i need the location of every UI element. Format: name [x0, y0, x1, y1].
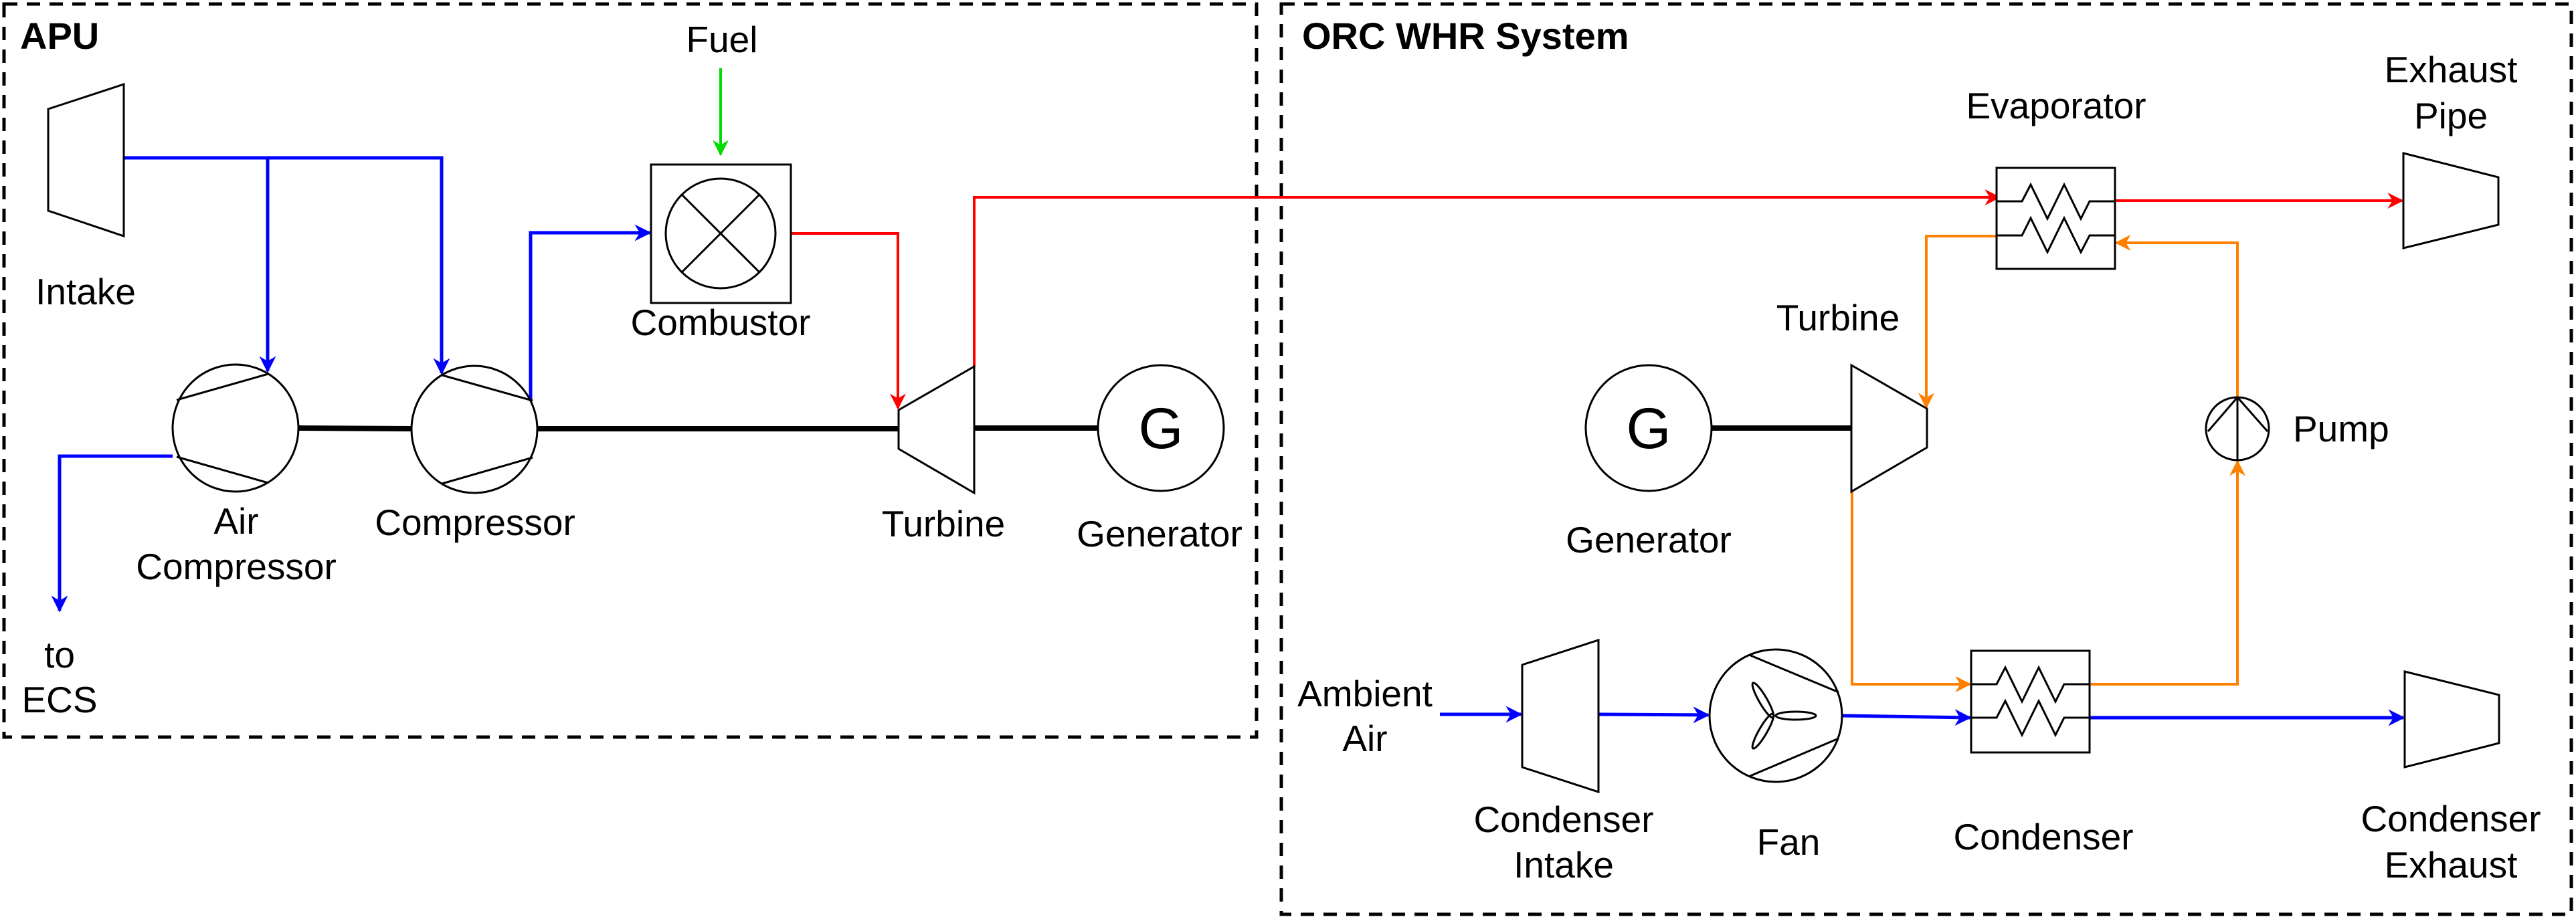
- to-ecs-label-1: to: [44, 634, 75, 676]
- apu-shaft-1: [298, 425, 412, 431]
- fan-blade: [1774, 710, 1817, 721]
- orc-boundary: [1279, 2, 2573, 916]
- intake: [47, 82, 125, 238]
- pump: [2205, 396, 2270, 462]
- exhaust-pipe-label-2: Pipe: [2414, 95, 2488, 136]
- compressor-label: Compressor: [375, 502, 575, 543]
- apu-turbine-label: Turbine: [882, 503, 1005, 544]
- condenser-exhaust: [2403, 670, 2500, 769]
- intake-to-compressor-line: [124, 156, 450, 375]
- condenser-intake: [1521, 638, 1600, 794]
- fan-blade: [1751, 712, 1775, 750]
- air-compressor-label-2: Compressor: [136, 546, 337, 587]
- condenser: [1970, 649, 2091, 754]
- apu-boundary: [2, 2, 1259, 739]
- condenser-intake-label-2: Intake: [1513, 844, 1614, 886]
- condenser-exhaust-label-1: Condenser: [2361, 798, 2541, 839]
- orc-generator-symbol: G: [1627, 397, 1671, 461]
- fuel-label: Fuel: [686, 19, 758, 60]
- evaporator-label: Evaporator: [1966, 85, 2146, 126]
- orc-turbine: [1850, 363, 1928, 494]
- orc-generator: G: [1584, 364, 1713, 492]
- pump-to-evaporator-line: [2114, 235, 2239, 397]
- to-ecs-label-2: ECS: [21, 679, 97, 720]
- compressor: [410, 365, 539, 494]
- exhaust-pipe-label-1: Exhaust: [2385, 49, 2518, 90]
- compressor-to-combustor-line: [529, 224, 652, 401]
- ambient-air-label-2: Air: [1342, 718, 1387, 759]
- orc-title: ORC WHR System: [1302, 15, 1629, 57]
- intake-label: Intake: [35, 271, 136, 312]
- apu-turbine: [897, 365, 976, 495]
- apu-generator-symbol: G: [1139, 397, 1184, 461]
- evaporator: [1995, 167, 2116, 270]
- intake-to-fan-line: [1598, 706, 1710, 724]
- exhaust-pipe: [2402, 152, 2500, 249]
- combustor-to-turbine-line: [791, 232, 906, 410]
- pump-label: Pump: [2293, 408, 2389, 449]
- evaporator-to-orc-turbine-line: [1918, 235, 1997, 409]
- orc-turbine-to-condenser-line: [1851, 492, 1972, 692]
- apu-generator-label: Generator: [1077, 513, 1243, 554]
- turbine-to-evaporator-line: [973, 189, 2001, 367]
- condenser-to-pump-line: [2090, 460, 2245, 686]
- air-compressor-label-1: Air: [213, 500, 258, 542]
- ambient-air-label-1: Ambient: [1297, 673, 1433, 714]
- fan-label: Fan: [1757, 821, 1821, 863]
- apu-air-lines: [51, 156, 652, 613]
- combustor: [650, 163, 792, 304]
- intake-shape: [47, 82, 125, 238]
- fan: [1708, 648, 1843, 783]
- orc-turbine-label: Turbine: [1776, 297, 1900, 338]
- condenser-exhaust-label-2: Exhaust: [2385, 844, 2518, 886]
- air-compressor-to-ecs-line: [51, 454, 173, 613]
- fan-to-condenser-line: [1841, 709, 1972, 726]
- condenser-intake-label-1: Condenser: [1473, 799, 1653, 840]
- combustor-label: Combustor: [631, 302, 811, 343]
- apu-title: APU: [20, 15, 99, 57]
- condenser-label: Condenser: [1953, 816, 2133, 857]
- orc-generator-label: Generator: [1566, 519, 1732, 560]
- apu-generator: G: [1097, 364, 1225, 492]
- air-compressor: [171, 363, 300, 493]
